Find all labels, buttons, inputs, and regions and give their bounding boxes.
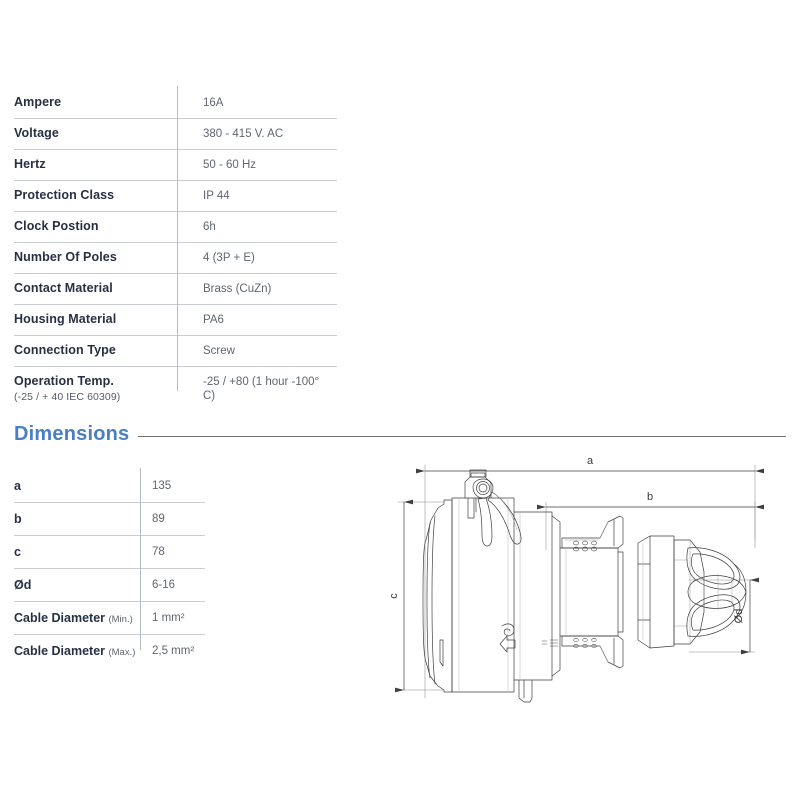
spec-value: -25 / +80 (1 hour -100° C) — [203, 376, 320, 403]
spec-value: Screw — [203, 345, 235, 357]
spec-value: 4 (3P + E) — [203, 252, 255, 264]
spec-value: 50 - 60 Hz — [203, 159, 257, 171]
dimension-value: 78 — [152, 546, 165, 558]
spec-label: Clock Postion — [14, 219, 99, 233]
spec-row: Operation Temp.(-25 / + 40 IEC 60309) -25… — [14, 367, 337, 411]
dimension-label-a: a — [587, 455, 594, 467]
spec-value: 6h — [203, 221, 216, 233]
spec-value: Brass (CuZn) — [203, 283, 272, 295]
spec-label: Protection Class — [14, 188, 115, 202]
dimensions-header-rule — [138, 435, 786, 437]
dimensions-title: Dimensions — [14, 423, 130, 445]
spec-row: Connection Type Screw — [14, 336, 337, 367]
spec-row: Protection Class IP 44 — [14, 181, 337, 212]
spec-label: Ampere — [14, 95, 62, 109]
dimension-value: 89 — [152, 513, 165, 525]
spec-label: Hertz — [14, 157, 46, 171]
dimension-label: c — [14, 545, 21, 559]
dimension-label-qualifier: (Max.) — [108, 647, 136, 658]
spec-row: Clock Postion 6h — [14, 212, 337, 243]
spec-row: Contact Material Brass (CuZn) — [14, 274, 337, 305]
dimension-row: b 89 — [14, 503, 205, 536]
spec-row: Ampere 16A — [14, 88, 337, 119]
spec-row: Hertz 50 - 60 Hz — [14, 150, 337, 181]
dimension-label-b: b — [647, 491, 653, 503]
dimensions-column-divider — [140, 468, 141, 650]
spec-label: Connection Type — [14, 343, 116, 357]
dimension-row: Cable Diameter (Min.) 1 mm² — [14, 602, 205, 635]
dimension-value: 6-16 — [152, 579, 176, 591]
spec-row: Number Of Poles 4 (3P + E) — [14, 243, 337, 274]
dimension-value: 135 — [152, 480, 172, 492]
dimension-row: c 78 — [14, 536, 205, 569]
spec-label: Voltage — [14, 126, 59, 140]
dimension-row: Cable Diameter (Max.) 2,5 mm² — [14, 635, 205, 667]
dimension-label: Cable Diameter (Max.) — [14, 644, 136, 658]
spec-value: PA6 — [203, 314, 224, 326]
dimension-label: Ød — [14, 578, 32, 592]
spec-value: IP 44 — [203, 190, 230, 202]
spec-label: Housing Material — [14, 312, 117, 326]
spec-label: Operation Temp.(-25 / + 40 IEC 60309) — [14, 367, 177, 411]
dimensions-section-header: Dimensions — [14, 423, 786, 446]
dimension-value: 1 mm² — [152, 612, 185, 624]
dimension-row: a 135 — [14, 470, 205, 503]
spec-value: 16A — [203, 97, 224, 109]
spec-label: Number Of Poles — [14, 250, 117, 264]
dimension-value: 2,5 mm² — [152, 645, 195, 657]
product-technical-drawing: a b c Ød — [352, 440, 800, 720]
dimension-label-d: Ød — [733, 609, 745, 624]
dimension-row: Ød 6-16 — [14, 569, 205, 602]
dimension-label: Cable Diameter (Min.) — [14, 611, 133, 625]
spec-row: Voltage 380 - 415 V. AC — [14, 119, 337, 150]
specifications-column-divider — [177, 86, 178, 391]
spec-value: 380 - 415 V. AC — [203, 128, 284, 140]
spec-label: Contact Material — [14, 281, 113, 295]
dimension-label: a — [14, 479, 21, 493]
dimension-label: b — [14, 512, 22, 526]
dimension-label-qualifier: (Min.) — [108, 614, 133, 625]
spec-label-sub: (-25 / + 40 IEC 60309) — [14, 390, 121, 403]
spec-row: Housing Material PA6 — [14, 305, 337, 336]
dimension-label-c: c — [388, 593, 400, 599]
specifications-table: Ampere 16A Voltage 380 - 415 V. AC Hertz 50 -… — [14, 88, 337, 411]
